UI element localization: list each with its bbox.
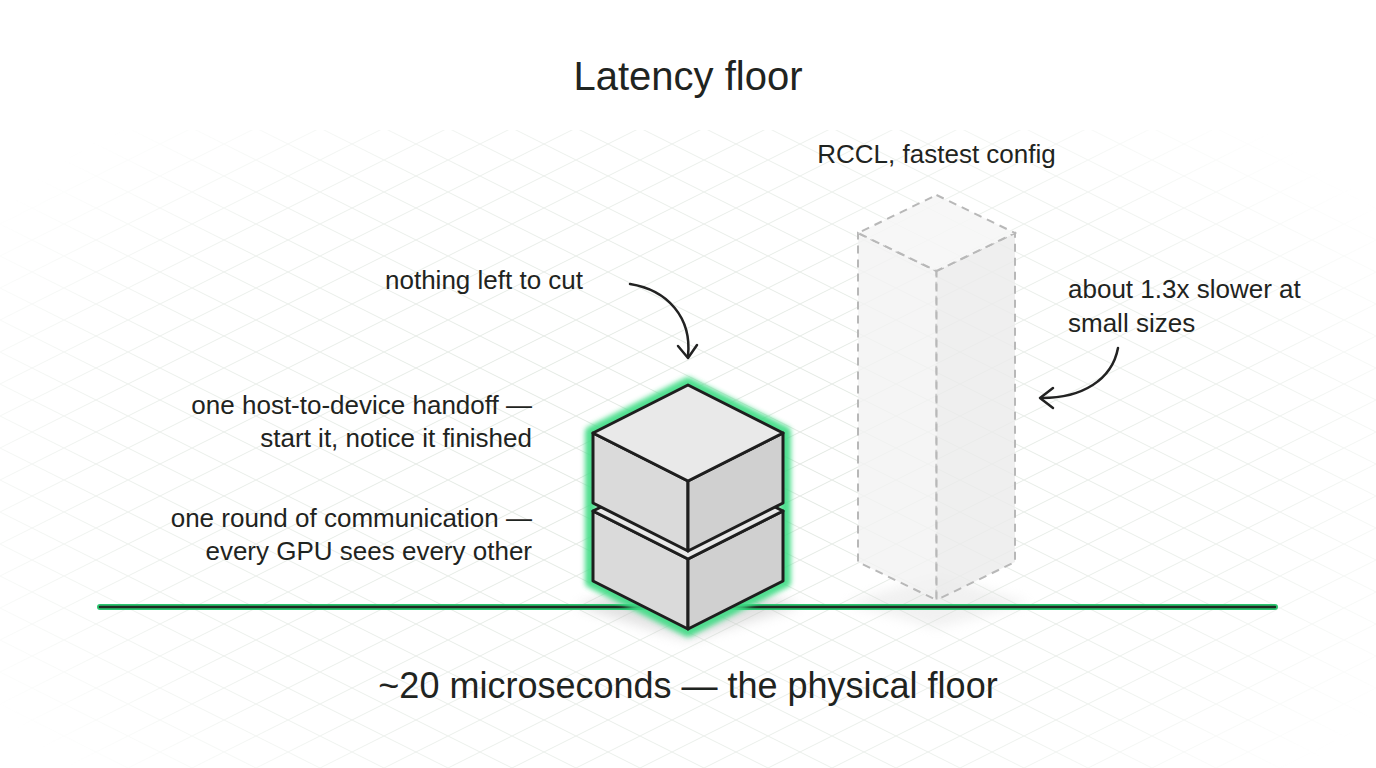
ghost-bar: RCCL, fastest config (858, 195, 1015, 600)
ghost-left-face (858, 233, 937, 600)
cube-outline (593, 385, 783, 551)
cube-top-face (593, 463, 783, 559)
arrow-head (1040, 388, 1053, 408)
step-cube: one host-to-device handoff — start it, n… (593, 385, 783, 551)
diagram-title: Latency floor (0, 52, 1376, 100)
callout-arrow (1042, 348, 1118, 398)
iso-grid (0, 130, 1376, 768)
ghost-right-face (937, 233, 1016, 600)
callout-note: nothing left to cut (385, 264, 583, 297)
callout-note: about 1.3x slower at small sizes (1068, 272, 1303, 340)
step-label: one round of communication — every GPU s… (152, 502, 532, 568)
stack-glow (591, 383, 785, 631)
callout-arrow (630, 284, 688, 356)
ghost-top-face (858, 195, 1015, 271)
ghost-outline (858, 195, 1015, 600)
cube-top-face (593, 385, 783, 481)
step-label: one host-to-device handoff — start it, n… (152, 389, 532, 455)
floor-caption: ~20 microseconds — the physical floor (0, 664, 1376, 707)
arrow-head (678, 345, 697, 358)
bar-heading: RCCL, fastest config (817, 138, 1055, 171)
